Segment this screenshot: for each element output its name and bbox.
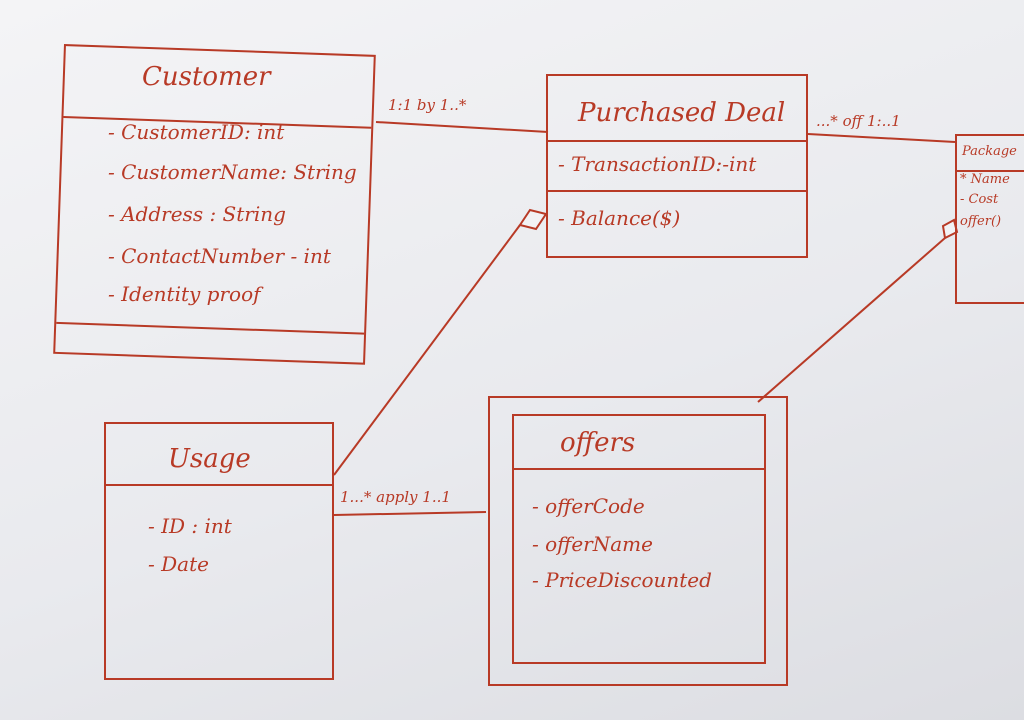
relation-customer-deal-label: 1:1 by 1..* — [388, 96, 467, 114]
package-attr-1: * Name — [960, 172, 1010, 187]
package-divider — [957, 170, 1024, 172]
deal-attr-1: - TransactionID:-int — [558, 152, 757, 176]
line-usage-offers — [333, 511, 487, 516]
offers-divider — [514, 468, 764, 470]
customer-attr-5: - Identity proof — [108, 282, 261, 306]
aggregation-diamond-deal — [518, 208, 548, 231]
customer-attr-4: - ContactNumber - int — [108, 244, 331, 268]
offers-attr-3: - PriceDiscounted — [532, 568, 712, 592]
package-class-name: Package — [962, 144, 1017, 159]
customer-class-name: Customer — [142, 62, 271, 92]
deal-attr-2: - Balance($) — [558, 206, 681, 230]
deal-divider-2 — [548, 190, 806, 192]
deal-divider-1 — [548, 140, 806, 142]
customer-divider-bottom — [56, 321, 365, 335]
relation-usage-offers-label: 1...* apply 1..1 — [340, 488, 451, 506]
class-usage[interactable] — [104, 422, 334, 680]
class-package[interactable] — [955, 134, 1024, 304]
relation-deal-package-label: ...* off 1:..1 — [816, 112, 901, 130]
class-offers-outer[interactable] — [488, 396, 788, 686]
package-attr-3: offer() — [960, 214, 1002, 229]
usage-divider — [106, 484, 332, 486]
line-deal-package — [807, 133, 956, 143]
usage-class-name: Usage — [168, 444, 251, 474]
offers-attr-2: - offerName — [532, 532, 653, 556]
usage-attr-2: - Date — [148, 552, 209, 576]
offers-attr-1: - offerCode — [532, 494, 645, 518]
line-customer-deal — [375, 121, 549, 133]
line-offers-package — [757, 237, 946, 403]
customer-attr-1: - CustomerID: int — [108, 120, 285, 144]
deal-class-name: Purchased Deal — [578, 98, 786, 128]
usage-attr-1: - ID : int — [148, 514, 232, 538]
class-offers[interactable] — [512, 414, 766, 664]
customer-attr-3: - Address : String — [108, 202, 286, 226]
customer-attr-2: - CustomerName: String — [108, 160, 357, 184]
package-attr-2: - Cost — [960, 192, 999, 207]
class-purchased-deal[interactable] — [546, 74, 808, 258]
offers-class-name: offers — [560, 428, 636, 458]
